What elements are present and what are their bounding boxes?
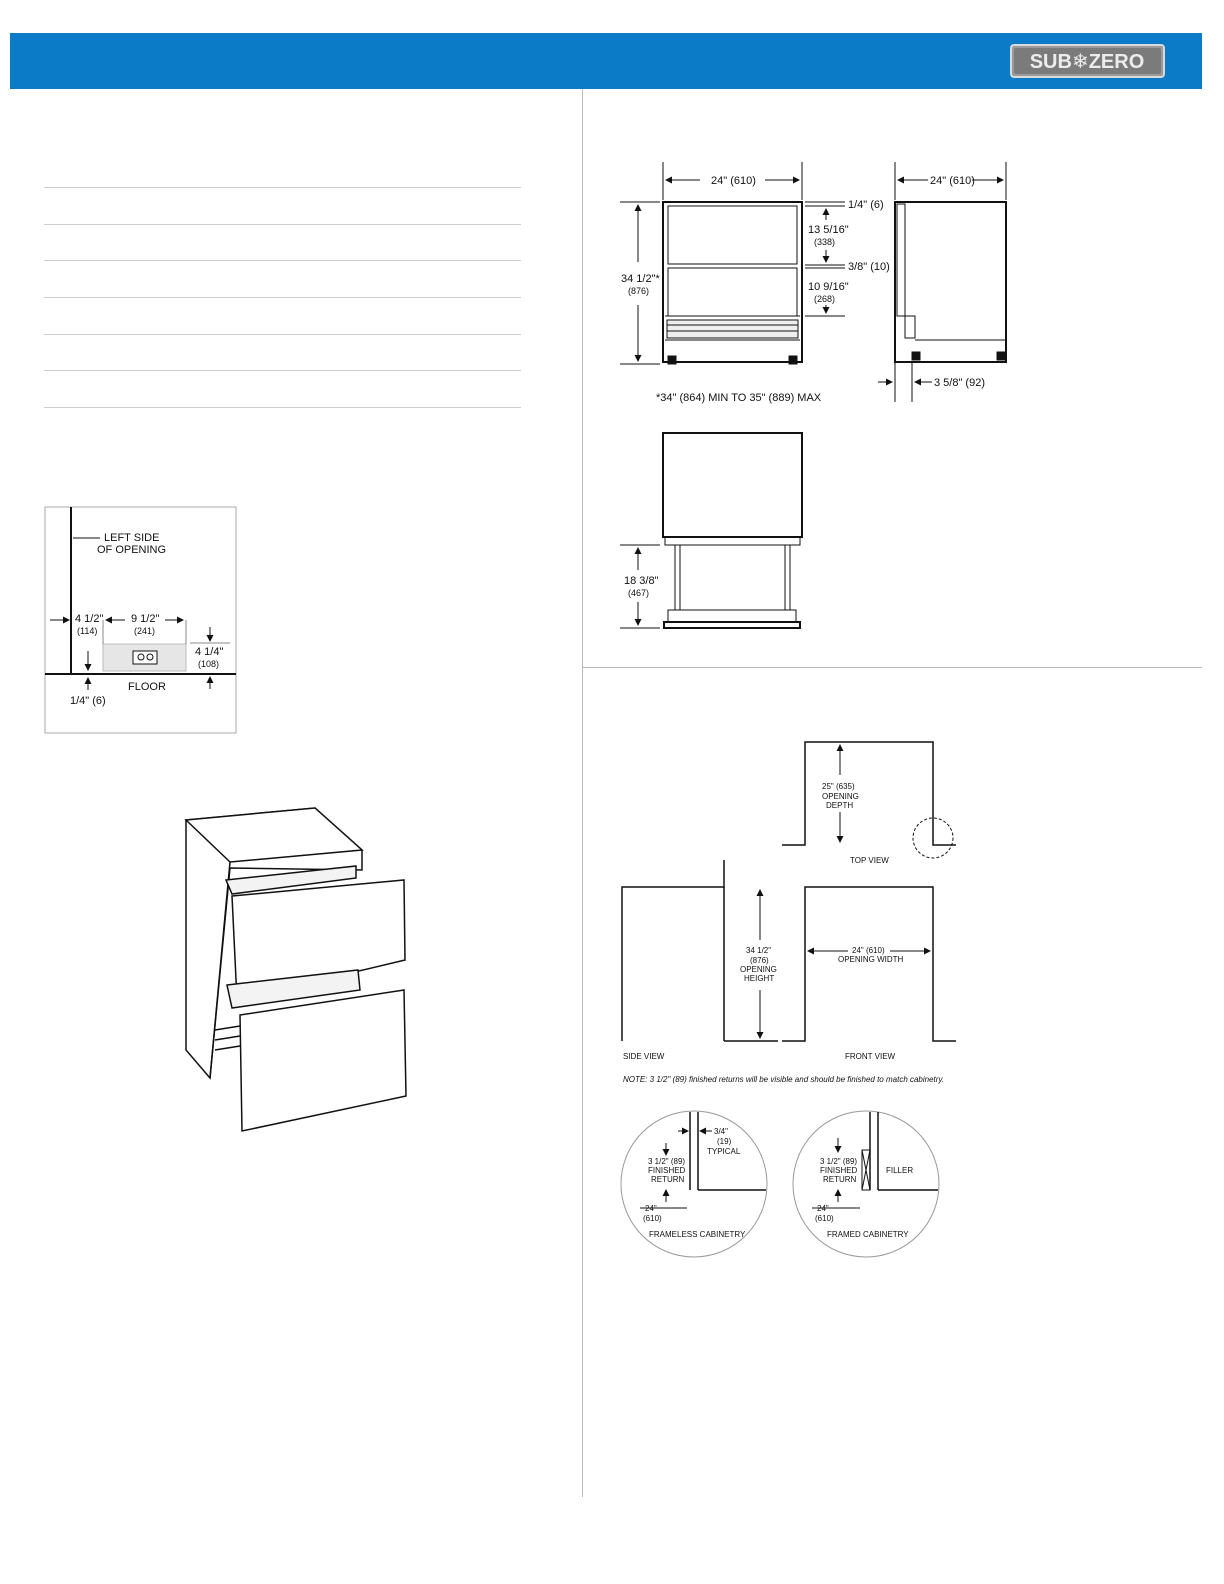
dim-clearance: 18 3/8" [624, 575, 659, 587]
section-divider [583, 667, 1202, 668]
spec-row-line [44, 187, 521, 188]
dim-toe: 3 5/8" (92) [934, 377, 985, 389]
spec-row-line [44, 370, 521, 371]
opening-depth: 25" (635) [822, 782, 855, 791]
dim-upper-drawer: 13 5/16" [808, 224, 849, 236]
frameless-return-l3: RETURN [651, 1175, 685, 1184]
opening-height-l4: HEIGHT [744, 974, 774, 983]
dim-side-depth: 24" (610) [930, 175, 975, 187]
front-view-label: FRONT VIEW [845, 1052, 896, 1061]
frameless-label: FRAMELESS CABINETRY [649, 1230, 746, 1239]
install-top-view [782, 741, 956, 859]
framed-return-l3: RETURN [823, 1175, 857, 1184]
dim-top-gap: 1/4" (6) [848, 199, 884, 211]
dim-front-height: 34 1/2"* [621, 273, 660, 285]
opening-depth-l3: DEPTH [826, 801, 853, 810]
opening-width-l2: OPENING WIDTH [838, 955, 904, 964]
label-left-side: LEFT SIDE [104, 532, 159, 544]
spec-row-line [44, 224, 521, 225]
dim-lower-drawer-mm: (268) [814, 294, 835, 304]
height-range-note: *34" (864) MIN TO 35" (889) MAX [656, 392, 822, 404]
frameless-typical: 3/4" [714, 1127, 728, 1136]
framed-return-l2: FINISHED [820, 1166, 858, 1175]
side-view-label: SIDE VIEW [623, 1052, 665, 1061]
frameless-depth: 24" [645, 1204, 657, 1213]
side-view-drawing [878, 162, 1007, 402]
dim-width-mm: (241) [134, 626, 155, 636]
label-floor: FLOOR [128, 681, 166, 693]
dim-left: 4 1/2" [75, 613, 103, 625]
opening-height-l3: OPENING [740, 965, 777, 974]
dim-upper-drawer-mm: (338) [814, 237, 835, 247]
dim-mid-gap: 3/8" (10) [848, 261, 890, 273]
framed-label: FRAMED CABINETRY [827, 1230, 909, 1239]
drawer-clearance-drawing [620, 432, 803, 629]
top-view-label: TOP VIEW [850, 856, 889, 865]
spec-row-line [44, 297, 521, 298]
frameless-return: 3 1/2" (89) [648, 1157, 685, 1166]
dim-front-width: 24" (610) [711, 175, 756, 187]
frameless-detail [620, 1110, 768, 1258]
opening-height: 34 1/2" [746, 946, 771, 955]
spec-row-line [44, 407, 521, 408]
framed-detail [792, 1110, 940, 1258]
column-divider [582, 89, 583, 1497]
label-of-opening: OF OPENING [97, 544, 166, 556]
install-side-front-view [621, 860, 956, 1042]
frameless-typical-l3: TYPICAL [707, 1147, 741, 1156]
svg-text:SUB❄ZERO: SUB❄ZERO [1030, 51, 1145, 73]
opening-depth-l2: OPENING [822, 792, 859, 801]
dim-width: 9 1/2" [131, 613, 159, 625]
framed-depth: 24" [817, 1204, 829, 1213]
frameless-typical-mm: (19) [717, 1137, 732, 1146]
dim-lower-drawer: 10 9/16" [808, 281, 849, 293]
dim-front-height-mm: (876) [628, 286, 649, 296]
header-bar [10, 33, 1202, 89]
dim-height-mm: (108) [198, 659, 219, 669]
install-note: NOTE: 3 1/2" (89) finished returns will … [623, 1075, 944, 1084]
framed-return: 3 1/2" (89) [820, 1157, 857, 1166]
opening-width: 24" (610) [852, 946, 885, 955]
dim-left-mm: (114) [77, 626, 97, 636]
dim-clearance-mm: (467) [628, 588, 649, 598]
frameless-depth-mm: (610) [643, 1214, 662, 1223]
frameless-return-l2: FINISHED [648, 1166, 686, 1175]
electrical-detail [44, 506, 237, 734]
sub-zero-logo: SUB❄ZERO [1010, 44, 1165, 78]
spec-row-line [44, 260, 521, 261]
opening-height-mm: (876) [750, 956, 769, 965]
spec-row-line [44, 334, 521, 335]
dim-bottom: 1/4" (6) [70, 695, 106, 707]
product-illustration [184, 807, 407, 1132]
framed-depth-mm: (610) [815, 1214, 834, 1223]
front-view-drawing [620, 162, 845, 365]
dim-height: 4 1/4" [195, 646, 223, 658]
framed-filler: FILLER [886, 1166, 913, 1175]
